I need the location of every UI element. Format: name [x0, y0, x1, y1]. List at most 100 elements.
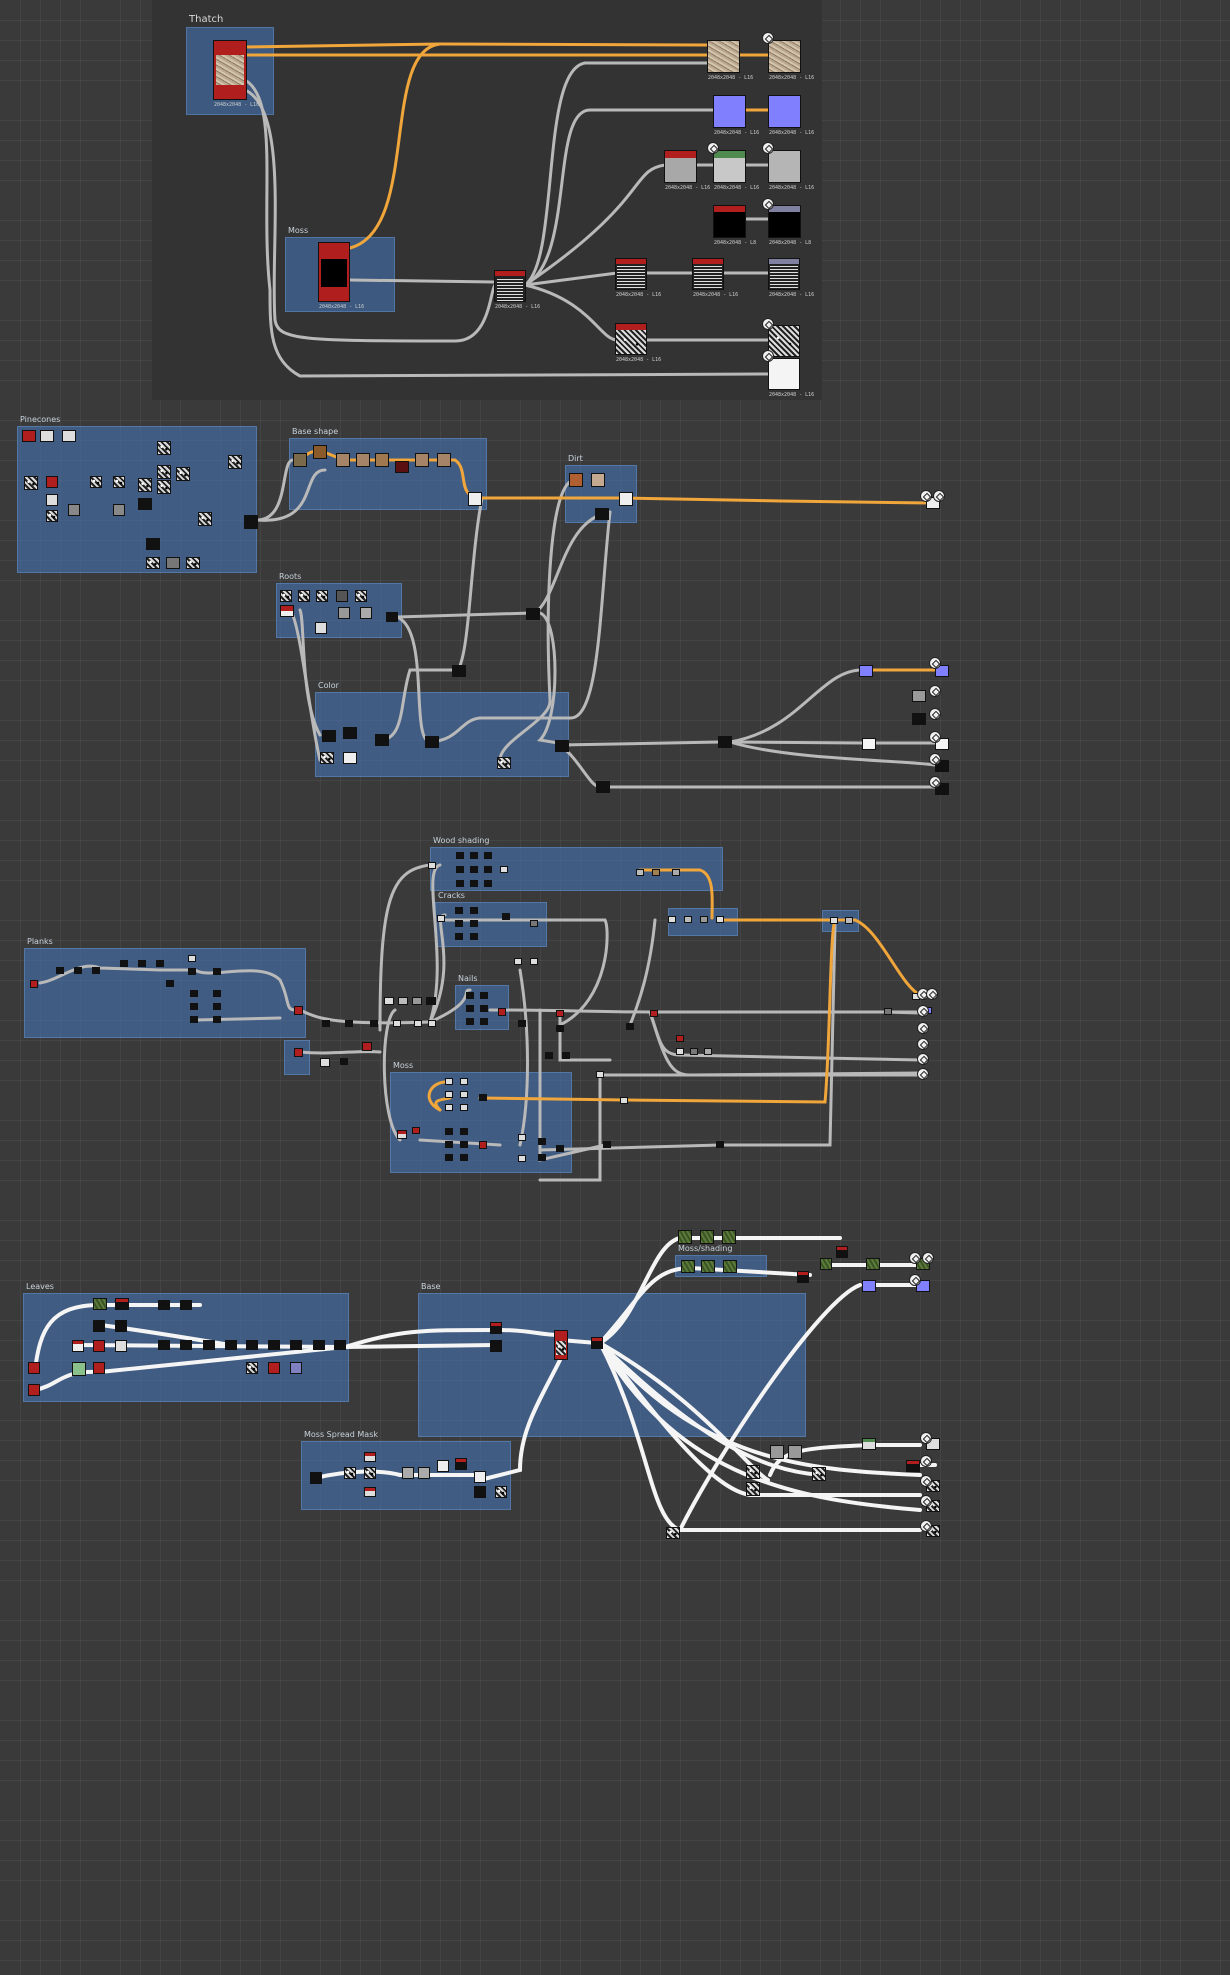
- node[interactable]: [46, 476, 58, 488]
- node[interactable]: [636, 869, 644, 876]
- node[interactable]: [322, 730, 336, 742]
- node[interactable]: [315, 622, 327, 634]
- node-basecolor-out[interactable]: 2048x2048 - L16: [768, 40, 814, 81]
- node[interactable]: [428, 1020, 436, 1027]
- node[interactable]: [836, 1246, 848, 1258]
- node[interactable]: [452, 665, 466, 677]
- node[interactable]: [866, 1258, 880, 1270]
- node[interactable]: [293, 453, 307, 467]
- node-metallic-out[interactable]: 2048x2048 - L8: [768, 205, 811, 246]
- node[interactable]: [596, 781, 610, 793]
- node[interactable]: [437, 1460, 449, 1472]
- node[interactable]: [502, 913, 510, 920]
- node[interactable]: [310, 1472, 322, 1484]
- node[interactable]: [445, 1104, 453, 1111]
- node[interactable]: [415, 453, 429, 467]
- node[interactable]: [518, 1020, 526, 1027]
- node-normal[interactable]: 2048x2048 - L16: [713, 95, 759, 136]
- node[interactable]: [468, 492, 482, 506]
- node[interactable]: [514, 958, 522, 965]
- node[interactable]: [470, 920, 478, 927]
- node[interactable]: [336, 590, 348, 602]
- node[interactable]: [188, 968, 196, 975]
- node[interactable]: [46, 510, 58, 522]
- node[interactable]: [445, 1091, 453, 1098]
- node[interactable]: [113, 476, 125, 488]
- node-height-a[interactable]: 2048x2048 - L16: [615, 258, 661, 298]
- node[interactable]: [393, 1020, 401, 1027]
- node[interactable]: [455, 920, 463, 927]
- node[interactable]: [650, 1010, 658, 1017]
- node[interactable]: [466, 992, 474, 999]
- node[interactable]: [418, 1467, 430, 1479]
- node[interactable]: [412, 1127, 420, 1134]
- node[interactable]: [455, 933, 463, 940]
- node[interactable]: [402, 1467, 414, 1479]
- node[interactable]: [690, 1048, 698, 1055]
- output-icon[interactable]: [929, 685, 941, 697]
- node[interactable]: [700, 916, 708, 923]
- node[interactable]: [246, 1340, 258, 1350]
- node[interactable]: [92, 967, 100, 974]
- node[interactable]: [460, 1078, 468, 1085]
- node[interactable]: [364, 1487, 376, 1497]
- node[interactable]: [294, 1006, 303, 1015]
- node[interactable]: [591, 473, 605, 487]
- node[interactable]: [556, 1025, 564, 1032]
- node[interactable]: [158, 1340, 170, 1350]
- node[interactable]: [375, 453, 389, 467]
- node-height-b[interactable]: 2048x2048 - L16: [692, 258, 738, 298]
- node-ao[interactable]: 2048x2048 - L16: [615, 323, 661, 363]
- node[interactable]: [845, 917, 853, 924]
- node[interactable]: [62, 430, 76, 442]
- node[interactable]: [28, 1384, 40, 1396]
- node[interactable]: [356, 453, 370, 467]
- node[interactable]: [562, 1052, 570, 1059]
- node[interactable]: [556, 1010, 564, 1017]
- node[interactable]: [722, 1230, 736, 1244]
- node[interactable]: [676, 1035, 684, 1042]
- node[interactable]: [343, 727, 357, 739]
- node[interactable]: [820, 1258, 832, 1270]
- node[interactable]: [203, 1340, 215, 1350]
- node[interactable]: [455, 907, 463, 914]
- node[interactable]: [460, 1154, 468, 1161]
- node[interactable]: [466, 1018, 474, 1025]
- node[interactable]: [74, 967, 82, 974]
- node[interactable]: [884, 1008, 892, 1015]
- node[interactable]: [180, 1300, 192, 1310]
- node[interactable]: [445, 1141, 453, 1148]
- node[interactable]: [344, 1467, 356, 1479]
- node[interactable]: [176, 467, 190, 481]
- node[interactable]: [190, 1003, 198, 1010]
- node[interactable]: [626, 1023, 634, 1030]
- node[interactable]: [188, 955, 196, 962]
- node[interactable]: [555, 740, 569, 752]
- node[interactable]: [746, 1482, 760, 1496]
- output-icon[interactable]: [920, 1520, 932, 1532]
- node[interactable]: [138, 498, 152, 510]
- node[interactable]: [386, 612, 398, 622]
- output-icon[interactable]: [920, 1475, 932, 1487]
- node[interactable]: [470, 880, 478, 887]
- output-icon[interactable]: [922, 1252, 934, 1264]
- output-icon[interactable]: [917, 1068, 929, 1080]
- node-roughness-out[interactable]: 2048x2048 - L16: [768, 150, 814, 191]
- node[interactable]: [115, 1320, 127, 1332]
- node[interactable]: [704, 1048, 712, 1055]
- node[interactable]: [490, 1340, 502, 1352]
- node[interactable]: [213, 990, 221, 997]
- node[interactable]: [497, 757, 511, 769]
- node[interactable]: [294, 1048, 303, 1057]
- output-icon[interactable]: [926, 988, 938, 1000]
- node-output[interactable]: [906, 1460, 920, 1472]
- node[interactable]: [474, 1486, 486, 1498]
- node[interactable]: [290, 1340, 302, 1350]
- node[interactable]: [716, 916, 724, 923]
- node[interactable]: [158, 1300, 170, 1310]
- node[interactable]: [90, 476, 102, 488]
- node[interactable]: [490, 1322, 502, 1334]
- node[interactable]: [426, 997, 436, 1005]
- node[interactable]: [466, 1005, 474, 1012]
- node[interactable]: [228, 455, 242, 469]
